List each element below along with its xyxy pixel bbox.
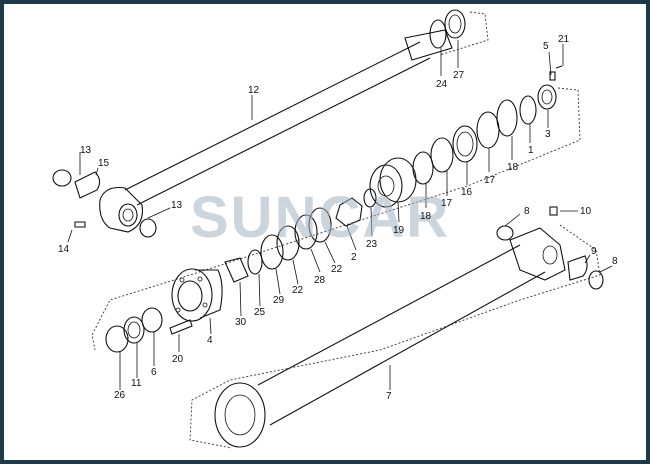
label-19: 19 [393,225,405,236]
label-22b: 22 [331,264,343,275]
label-13a: 13 [80,145,92,156]
grease-fitting-10 [549,206,558,216]
bushing [74,171,101,199]
label-7: 7 [386,391,392,402]
ring-18b [496,99,518,137]
rod-cover [171,268,223,322]
dust-seal-right [139,218,157,238]
label-20: 20 [172,354,184,365]
ring-22b [308,207,332,243]
ring-29 [260,234,284,270]
o-ring-23 [363,188,377,208]
label-25: 25 [254,307,266,318]
label-23: 23 [366,239,378,250]
nut-2 [335,197,363,227]
label-29: 29 [273,295,285,306]
label-18b: 18 [507,162,519,173]
label-17b: 17 [484,175,496,186]
bushing-30 [224,257,249,283]
bushing-9 [567,255,588,281]
cylinder-tube [214,227,566,448]
bolt-20 [169,319,193,335]
label-5: 5 [543,41,549,52]
label-30: 30 [235,317,247,328]
ring-8b [588,270,604,290]
label-22a: 22 [292,285,304,296]
grease-fitting [74,221,86,228]
label-16: 16 [461,187,473,198]
ring-22a [294,214,318,250]
label-1: 1 [528,145,534,156]
leader-lines [67,40,613,390]
label-21: 21 [558,34,570,45]
label-18a: 18 [420,211,432,222]
label-26: 26 [114,390,126,401]
ring-8a [496,225,514,241]
label-14: 14 [58,244,70,255]
label-9: 9 [591,246,597,257]
label-2: 2 [351,252,357,263]
label-28: 28 [314,275,326,286]
part-labels: 12 24 27 5 21 3 1 18 17 16 17 18 19 23 2… [58,34,618,402]
dust-ring [444,9,466,39]
label-13b: 13 [171,200,183,211]
ring-6 [141,307,163,333]
dust-seal-left [52,169,72,187]
watermark-text: SUNCAR [190,185,450,250]
ring-25 [247,249,263,275]
label-10: 10 [580,206,592,217]
label-27: 27 [453,70,465,81]
ring-11 [123,316,145,344]
set-screw [549,71,556,81]
piston [369,157,417,208]
label-11: 11 [131,378,142,389]
label-8a: 8 [524,206,530,217]
ring-16 [452,125,478,163]
label-8b: 8 [612,256,618,267]
label-6: 6 [151,367,157,378]
nut [537,84,557,110]
ring-1 [519,95,537,125]
label-15: 15 [98,158,110,169]
label-3: 3 [545,129,551,140]
ring-17a [430,137,454,173]
ring-26 [105,325,129,353]
label-12: 12 [248,85,260,96]
ring-28 [276,225,300,261]
label-17a: 17 [441,198,453,209]
piston-rod [99,29,453,233]
label-4: 4 [207,335,213,346]
ring-17b [476,111,500,149]
label-24: 24 [436,79,448,90]
snap-ring [429,19,447,49]
